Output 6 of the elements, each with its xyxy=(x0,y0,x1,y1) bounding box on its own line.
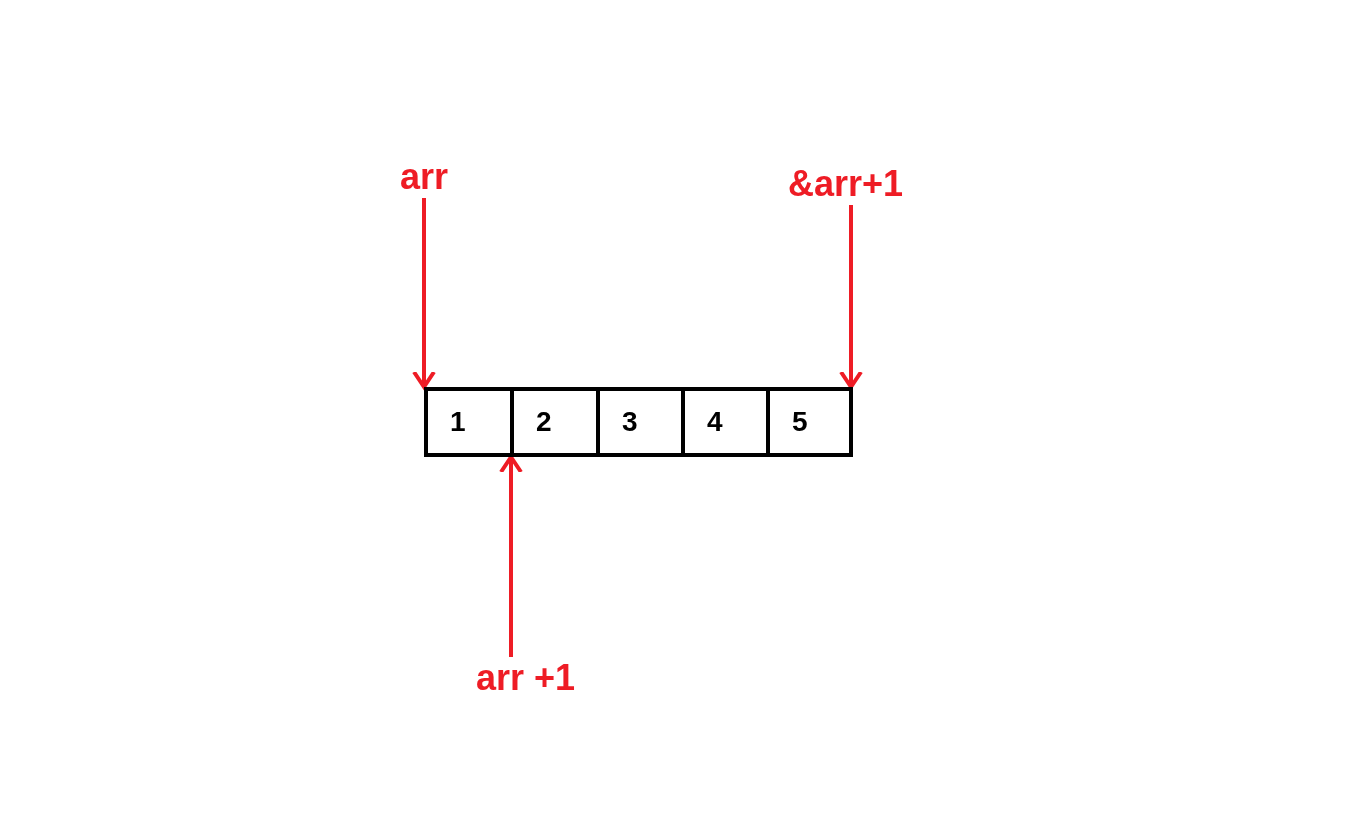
arrow xyxy=(499,455,523,657)
pointer-label: arr xyxy=(400,156,449,198)
arrow xyxy=(839,205,863,389)
arrow xyxy=(412,198,436,389)
pointer-label: &arr+1 xyxy=(788,163,904,205)
pointer-label: arr +1 xyxy=(476,657,576,699)
